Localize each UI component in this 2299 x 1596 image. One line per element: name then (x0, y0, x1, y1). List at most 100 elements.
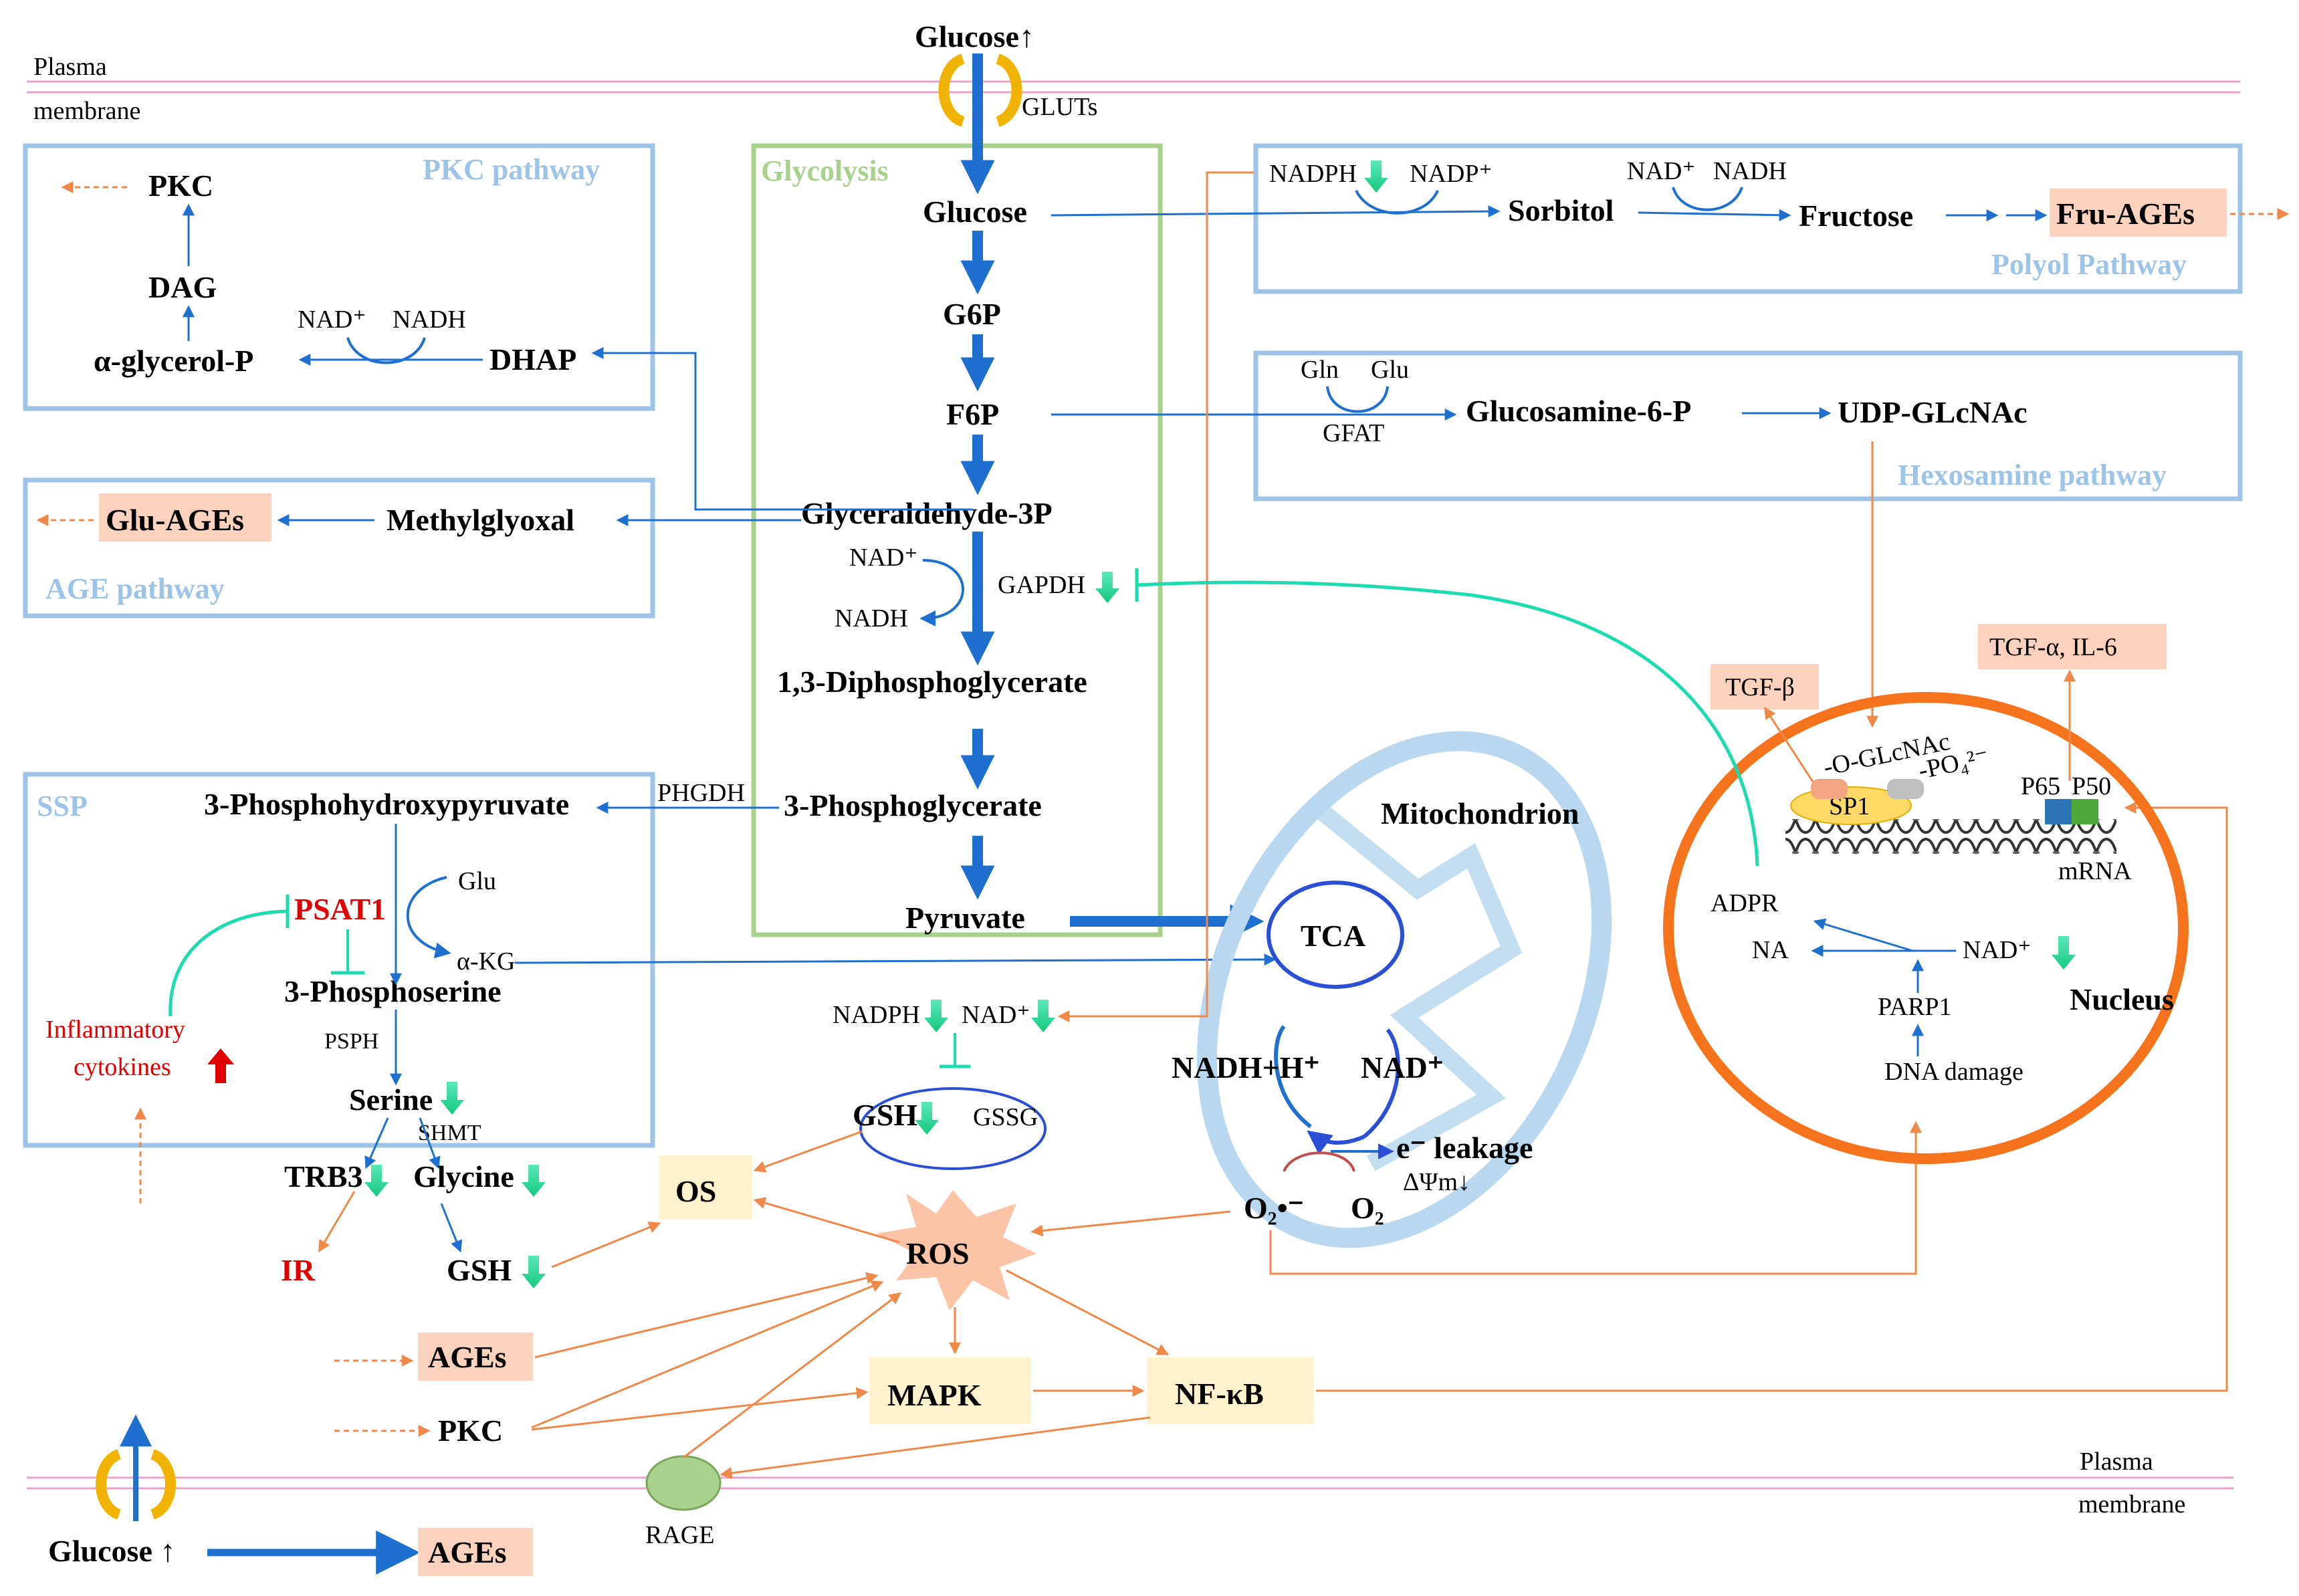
age-pathway-box (23, 477, 655, 618)
glut-transporter-icon (938, 53, 1022, 127)
bottom-plasma-membrane (27, 1476, 2233, 1490)
fructose-node: Fructose (1799, 199, 1913, 233)
dna-double-helix-icon (1785, 819, 2116, 854)
pkc-pathway-box (23, 143, 655, 411)
3-phosphoserine-node: 3-Phosphoserine (284, 974, 502, 1008)
alpha-glycerol-p-node: α-glycerol-P (94, 344, 253, 378)
ages-middle-node: AGEs (428, 1340, 507, 1374)
mapk-box (869, 1357, 1031, 1424)
mitochondrion-label: Mitochondrion (1381, 796, 1579, 830)
ros-label: ROS (906, 1236, 970, 1270)
gsh-to-os-arrow (551, 1222, 661, 1268)
pyruvate-node: Pyruvate (905, 901, 1025, 935)
polyol-pathway-title: Polyol Pathway (1991, 248, 2187, 281)
glucosamine-6-p-node: Glucosamine-6-P (1466, 394, 1691, 428)
oxygen-label: O₂ (1351, 1191, 1384, 1225)
hexosamine-glu-label: Glu (1371, 356, 1409, 384)
ssp-gsh-node: GSH (447, 1253, 512, 1287)
rage-receptor-icon (645, 1455, 722, 1511)
glu-akg-curved-arrow (406, 876, 451, 959)
pkc-node: PKC (148, 168, 213, 203)
shmt-label: SHMT (418, 1121, 481, 1145)
ages-bottom-highlight (418, 1528, 533, 1576)
rage-label: RAGE (645, 1521, 714, 1549)
phosphohydroxypyruvate-node: 3-Phosphohydroxypyruvate (204, 787, 569, 821)
gapdh-label: GAPDH (998, 571, 1085, 599)
tca-label: TCA (1301, 919, 1365, 953)
nucleus-nad-down-icon (2052, 936, 2076, 970)
psph-label: PSPH (324, 1029, 378, 1054)
pkc-nad-label: NAD⁺ (298, 306, 366, 334)
delta-psi-label: ΔΨm↓ (1403, 1168, 1470, 1196)
glycolysis-box (751, 143, 1163, 937)
glycolysis-nad-label: NAD⁺ (849, 544, 917, 572)
glucose-node: Glucose (923, 195, 1027, 229)
cycle-arc-bottom (1307, 1130, 1365, 1155)
polyol-nadp-label: NADP⁺ (1410, 160, 1493, 188)
hexosamine-pathway-title: Hexosamine pathway (1898, 459, 2167, 491)
fru-ages-highlight (2050, 189, 2227, 237)
f6p-node: F6P (946, 397, 999, 431)
nucleus-envelope (1663, 692, 2189, 1164)
trb3-to-ir-arrow (318, 1191, 356, 1253)
nucleus-label: Nucleus (2070, 982, 2174, 1016)
glycolysis-main-arrows (960, 53, 1265, 939)
polyol-nadph-label: NADPH (1269, 160, 1357, 188)
redox-inhibition (940, 1033, 970, 1068)
ssp-arrows (364, 824, 1277, 1253)
adpr-gapdh-inhibition-line (1135, 568, 1759, 867)
top-plasma-membrane (27, 80, 2240, 94)
mitochondrion-icon (1196, 731, 1612, 1248)
ssp-box (23, 772, 655, 1148)
hexosamine-gln-label: Gln (1301, 356, 1339, 384)
glut-label: GLUTs (1022, 93, 1097, 121)
nfkb-label: NF-κB (1175, 1377, 1264, 1411)
glycolysis-nadh-label: NADH (835, 604, 908, 633)
diphosphoglycerate-node: 1,3-Diphosphoglycerate (777, 665, 1087, 699)
polyol-nadph-curve (1355, 190, 1439, 215)
ages-bottom-node: AGEs (428, 1535, 507, 1569)
redox-nad-label: NAD⁺ (962, 1001, 1030, 1029)
membrane-bottom-label-2: membrane (2078, 1490, 2185, 1518)
pkc-pathway-title: PKC pathway (423, 153, 600, 186)
trb3-down-icon (364, 1165, 389, 1197)
adpr-label: ADPR (1711, 889, 1779, 917)
glut-transporter-bottom-icon (96, 1449, 176, 1520)
superoxide-label: O₂•⁻ (1244, 1191, 1304, 1225)
serine-node: Serine (349, 1082, 433, 1117)
redox-gsh-label: GSH (853, 1098, 917, 1132)
nucleus-arrows (1811, 918, 1956, 1056)
nadh-h-label: NADH+H⁺ (1172, 1050, 1320, 1085)
methylglyoxal-node: Methylglyoxal (387, 503, 574, 537)
po4-group-icon (1887, 779, 1924, 799)
glycine-down-icon (522, 1165, 546, 1197)
os-label: OS (675, 1174, 716, 1208)
gsh-gssg-cycle-ring (859, 1087, 1047, 1170)
membrane-top-label-1: Plasma (33, 53, 107, 81)
dna-damage-label: DNA damage (1884, 1058, 2023, 1086)
nucleus-nad-label: NAD⁺ (1963, 936, 2031, 964)
ssp-glu-label: Glu (458, 867, 496, 895)
dag-node: DAG (148, 270, 217, 304)
electron-leakage-label: e⁻ leakage (1396, 1131, 1533, 1165)
membrane-bottom-label-1: Plasma (2080, 1448, 2153, 1476)
sorbitol-node: Sorbitol (1508, 193, 1614, 227)
trb3-node: TRB3 (284, 1159, 363, 1193)
age-pathway-title: AGE pathway (45, 572, 225, 605)
redox-nadph-down-icon (924, 1000, 948, 1032)
polyol-nad-label: NAD⁺ (1627, 157, 1695, 185)
gfat-label: GFAT (1323, 419, 1384, 447)
mrna-label: mRNA (2058, 857, 2132, 885)
ssp-gsh-down-icon (522, 1256, 546, 1288)
ir-node: IR (281, 1253, 316, 1287)
polyol-nad-curve (1672, 187, 1743, 211)
pkc-arrows (183, 203, 973, 511)
parp1-label: PARP1 (1878, 993, 1952, 1021)
inflammatory-label-2: cytokines (74, 1053, 171, 1081)
mapk-label: MAPK (887, 1378, 982, 1412)
p50-label: P50 (2072, 772, 2111, 800)
polyol-nadh-label: NADH (1713, 157, 1787, 185)
bottom-glucose-node: Glucose ↑ (48, 1534, 175, 1568)
polyol-nadph-down-icon (1364, 160, 1388, 193)
